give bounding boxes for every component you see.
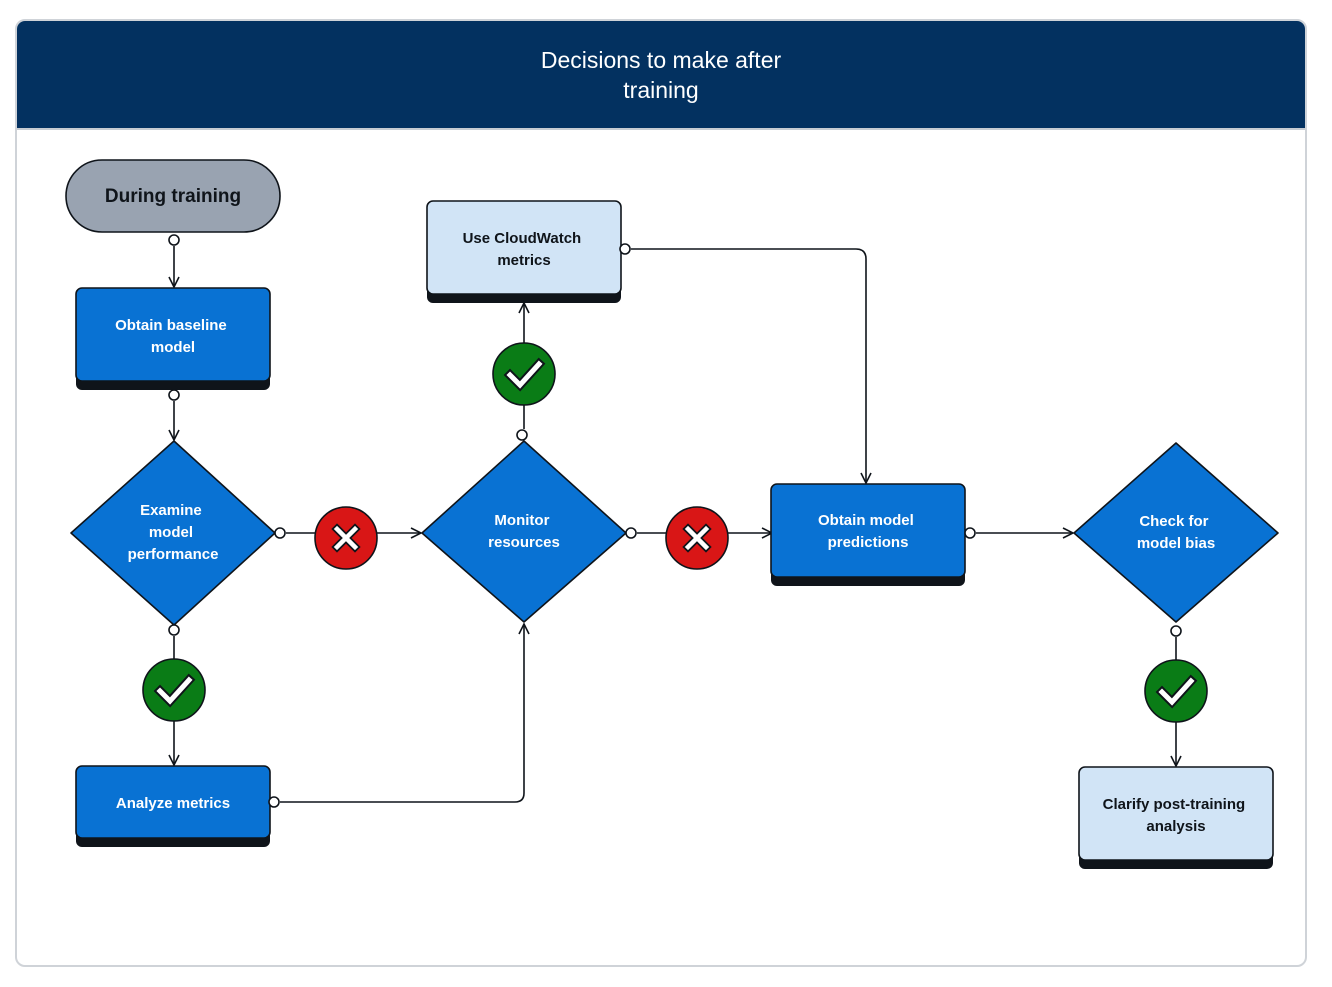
node-check-model-bias: Check for model bias	[1073, 442, 1279, 623]
node-predictions-label: Obtain model predictions	[818, 512, 918, 551]
port-predictions-right	[964, 527, 976, 539]
node-monitor-label: Monitor resources	[488, 512, 560, 551]
node-obtain-baseline-label: Obtain baseline model	[115, 317, 231, 356]
node-check-bias-label: Check for model bias	[1137, 513, 1215, 552]
port-examine-right	[274, 527, 286, 539]
node-during-training-label: During training	[105, 186, 241, 207]
no-badge-monitor	[665, 506, 729, 570]
port-analyze-right	[268, 796, 280, 808]
node-examine-label: Examine model performance	[128, 502, 219, 563]
port-examine-bottom	[168, 624, 180, 636]
node-clarify-post-training-analysis: Clarify post-training analysis	[1078, 766, 1274, 869]
node-during-training: During training	[65, 159, 281, 233]
header-bar: Decisions to make after training	[17, 21, 1305, 130]
node-cloudwatch-label: Use CloudWatch metrics	[463, 230, 586, 269]
port-baseline-bottom	[168, 389, 180, 401]
node-examine-model-performance: Examine model performance	[70, 440, 276, 626]
port-bias-bottom	[1170, 625, 1182, 637]
node-use-cloudwatch-metrics: Use CloudWatch metrics	[426, 200, 622, 303]
node-analyze-metrics: Analyze metrics	[75, 765, 271, 847]
node-analyze-metrics-label: Analyze metrics	[116, 795, 230, 812]
node-obtain-baseline-model: Obtain baseline model	[75, 287, 271, 390]
edge-cloudwatch-to-predictions	[631, 248, 866, 483]
port-start-bottom	[168, 234, 180, 246]
node-monitor-resources: Monitor resources	[421, 440, 627, 623]
yes-badge-examine	[142, 658, 206, 722]
yes-badge-monitor	[492, 342, 556, 406]
no-badge-examine	[314, 506, 378, 570]
yes-badge-bias	[1144, 659, 1208, 723]
port-monitor-top	[516, 429, 528, 441]
edge-analyze-to-monitor	[280, 624, 524, 803]
diagram-title: Decisions to make after training	[540, 46, 782, 103]
port-cloudwatch-right	[619, 243, 631, 255]
node-clarify-label: Clarify post-training analysis	[1103, 796, 1250, 835]
port-monitor-right	[625, 527, 637, 539]
node-obtain-model-predictions: Obtain model predictions	[770, 483, 966, 586]
